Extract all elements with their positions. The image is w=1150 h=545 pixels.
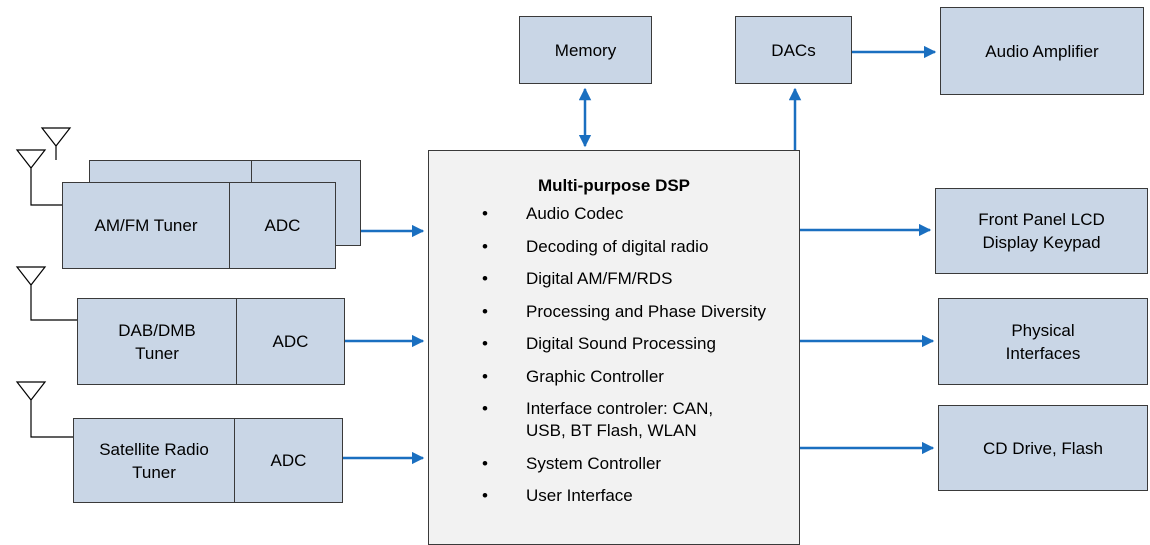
antenna-icon <box>15 381 73 438</box>
am-fm-adc-box: ADC <box>229 182 336 269</box>
list-item: Digital AM/FM/RDS <box>429 268 766 290</box>
audio-amplifier-box: Audio Amplifier <box>940 7 1144 95</box>
am-fm-tuner-label: AM/FM Tuner <box>94 216 198 235</box>
audio-amplifier-label: Audio Amplifier <box>985 41 1099 61</box>
front-panel-label: Front Panel LCD Display Keypad <box>978 210 1105 252</box>
front-panel-box: Front Panel LCD Display Keypad <box>935 188 1148 274</box>
dacs-box: DACs <box>735 16 852 84</box>
dacs-label: DACs <box>771 40 816 60</box>
dab-adc-box: ADC <box>236 298 345 385</box>
am-fm-adc-label: ADC <box>264 216 301 235</box>
memory-label: Memory <box>554 40 617 60</box>
list-item: System Controller <box>429 453 766 475</box>
satellite-tuner-label: Satellite Radio Tuner <box>99 439 209 482</box>
physical-interfaces-box: Physical Interfaces <box>938 298 1148 385</box>
list-item: Processing and Phase Diversity <box>429 301 766 323</box>
dab-tuner-box: DAB/DMB Tuner <box>77 298 237 385</box>
satellite-adc-label: ADC <box>270 451 307 470</box>
list-item: Audio Codec <box>429 203 766 225</box>
list-item: Decoding of digital radio <box>429 236 766 258</box>
list-item: Digital Sound Processing <box>429 333 766 355</box>
list-item: Interface controler: CAN, USB, BT Flash,… <box>429 398 726 442</box>
list-item: User Interface <box>429 485 766 507</box>
memory-box: Memory <box>519 16 652 84</box>
physical-interfaces-label: Physical Interfaces <box>1005 320 1081 363</box>
list-item: Graphic Controller <box>429 366 766 388</box>
cd-drive-label: CD Drive, Flash <box>983 438 1103 458</box>
satellite-adc-box: ADC <box>234 418 343 503</box>
am-fm-tuner-box: AM/FM Tuner <box>62 182 230 269</box>
dsp-feature-list: Audio Codec Decoding of digital radio Di… <box>429 203 766 518</box>
antenna-icon <box>15 266 77 321</box>
dsp-title: Multi-purpose DSP <box>537 176 691 195</box>
dsp-box: Multi-purpose DSP Audio Codec Decoding o… <box>428 150 800 545</box>
antenna-icon <box>15 127 72 206</box>
satellite-tuner-box: Satellite Radio Tuner <box>73 418 235 503</box>
cd-drive-box: CD Drive, Flash <box>938 405 1148 491</box>
dab-adc-label: ADC <box>272 332 309 351</box>
dab-tuner-label: DAB/DMB Tuner <box>118 320 196 363</box>
